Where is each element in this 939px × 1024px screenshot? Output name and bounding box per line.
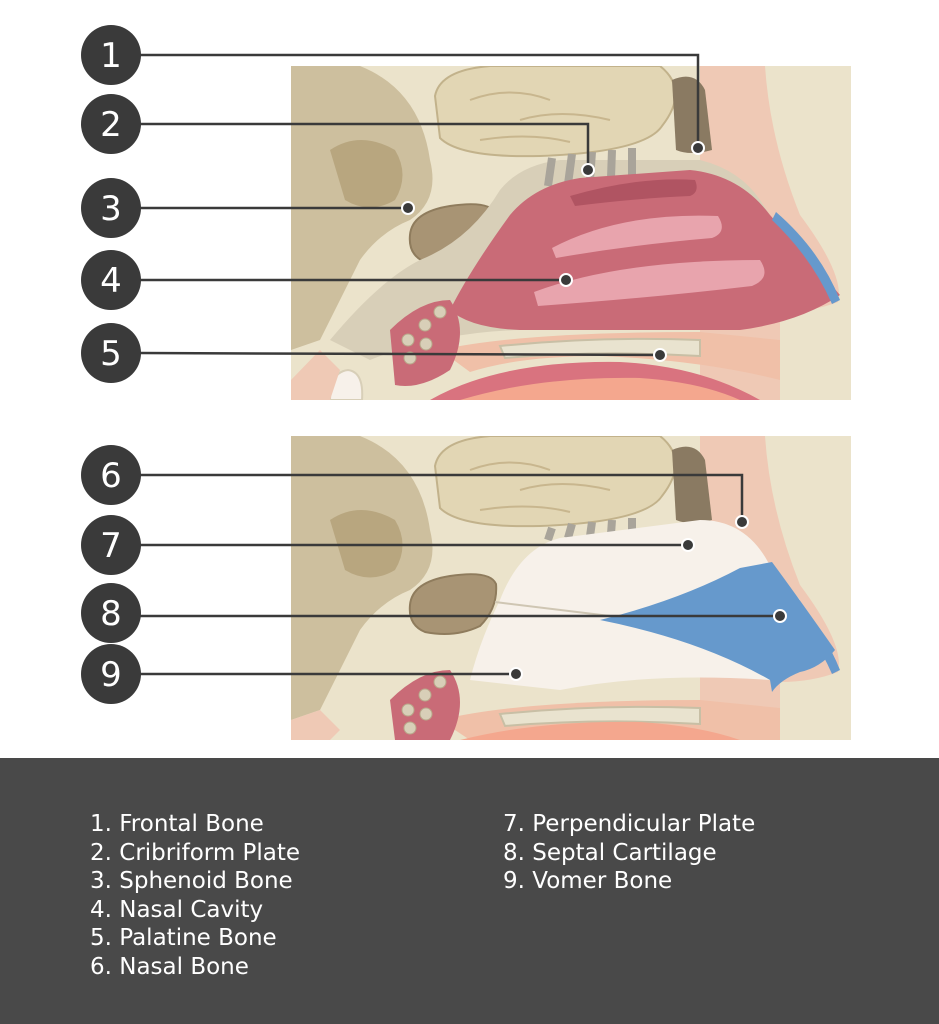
leader-dots — [401, 141, 787, 681]
legend-column-2: 7. Perpendicular Plate 8. Septal Cartila… — [503, 810, 755, 896]
leader-dot-8 — [773, 609, 787, 623]
marker-1: 1 — [81, 25, 141, 85]
legend-panel: 1. Frontal Bone 2. Cribriform Plate 3. S… — [0, 758, 939, 1024]
leader-dot-4 — [559, 273, 573, 287]
marker-7: 7 — [81, 515, 141, 575]
nasal-septum-illustration — [291, 436, 851, 740]
svg-text:4: 4 — [100, 261, 122, 301]
legend-item-2: 2. Cribriform Plate — [90, 839, 301, 866]
marker-2: 2 — [81, 94, 141, 154]
marker-6: 6 — [81, 445, 141, 505]
svg-text:5: 5 — [100, 334, 122, 374]
marker-8: 8 — [81, 583, 141, 643]
anatomy-diagram: 1 2 3 4 5 6 7 8 9 — [81, 25, 851, 740]
lateral-nasal-wall-illustration — [291, 66, 851, 400]
legend-item-1: 1. Frontal Bone — [90, 811, 264, 837]
marker-3: 3 — [81, 178, 141, 238]
legend-item-5: 5. Palatine Bone — [90, 925, 277, 952]
leader-dot-1 — [691, 141, 705, 155]
svg-text:9: 9 — [100, 655, 122, 695]
leader-dot-2 — [581, 163, 595, 177]
legend-column-1: 1. Frontal Bone 2. Cribriform Plate 3. S… — [90, 810, 300, 982]
leader-dot-5 — [653, 348, 667, 362]
legend-item-9: 9. Vomer Bone — [503, 868, 673, 895]
svg-text:3: 3 — [100, 189, 122, 229]
svg-text:7: 7 — [100, 526, 122, 566]
leader-dot-6 — [735, 515, 749, 529]
legend-item-8: 8. Septal Cartilage — [503, 839, 717, 866]
svg-text:6: 6 — [100, 456, 122, 496]
leader-dot-7 — [681, 538, 695, 552]
leader-dot-9 — [509, 667, 523, 681]
legend-item-4: 4. Nasal Cavity — [90, 896, 264, 923]
legend-item-6: 6. Nasal Bone — [90, 953, 249, 980]
legend-item-3: 3. Sphenoid Bone — [90, 868, 293, 895]
svg-text:1: 1 — [100, 36, 122, 76]
leader-lines — [139, 53, 780, 676]
marker-5: 5 — [81, 323, 141, 383]
svg-text:2: 2 — [100, 105, 122, 145]
marker-4: 4 — [81, 250, 141, 310]
svg-text:8: 8 — [100, 594, 122, 634]
marker-9: 9 — [81, 644, 141, 704]
leader-dot-3 — [401, 201, 415, 215]
legend-item-7: 7. Perpendicular Plate — [503, 811, 756, 837]
